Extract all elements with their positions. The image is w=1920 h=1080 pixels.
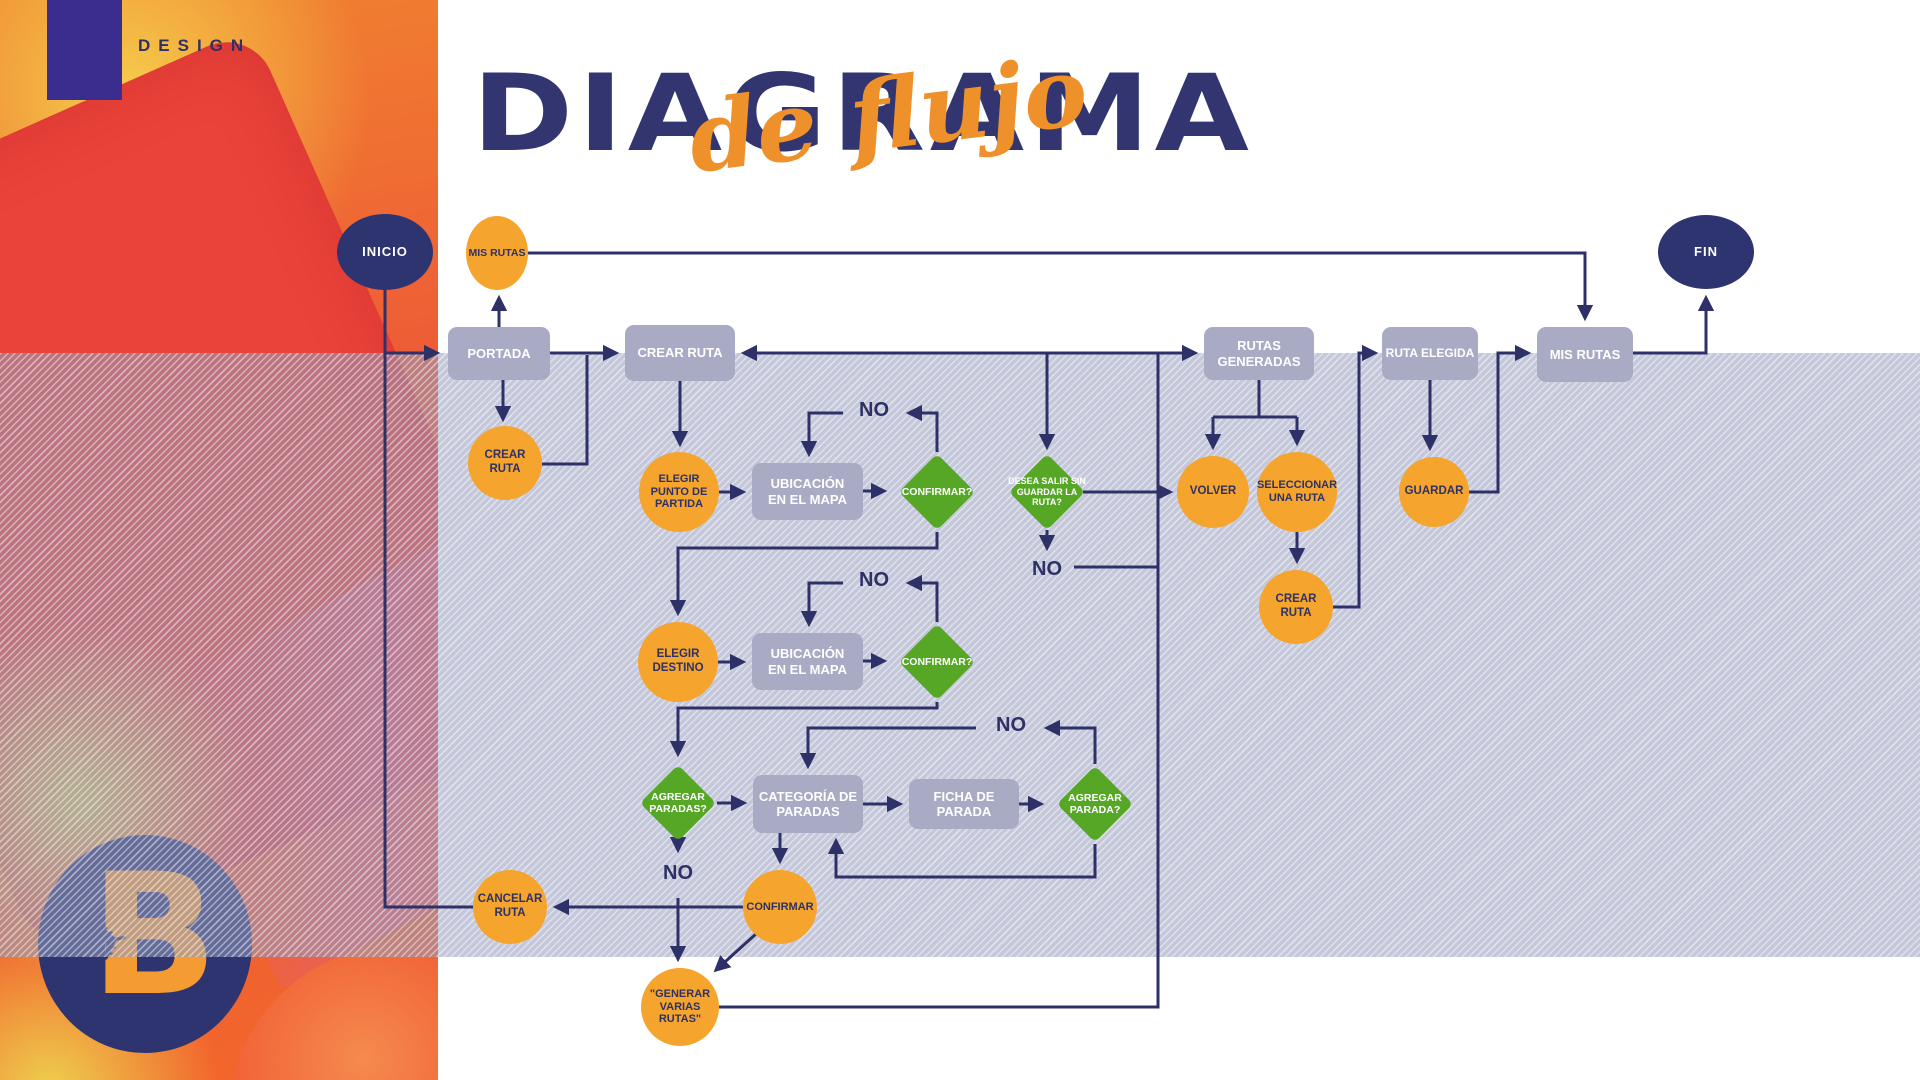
node-ruta-elegida: RUTA ELEGIDA: [1382, 327, 1478, 380]
no-label-agregar-parada: NO: [996, 714, 1026, 736]
node-ubicacion-mapa-1: UBICACIÓN EN EL MAPA: [752, 463, 863, 520]
node-mis-rutas-screen: MIS RUTAS: [1537, 327, 1633, 382]
node-agregar-parada: AGREGAR PARADA?: [1045, 754, 1145, 854]
node-elegir-destino: ELEGIR DESTINO: [638, 622, 718, 702]
node-cancelar-ruta: CANCELAR RUTA: [473, 870, 547, 944]
node-ubicacion-mapa-2: UBICACIÓN EN EL MAPA: [752, 633, 863, 690]
node-confirmar-button: CONFIRMAR: [743, 870, 817, 944]
node-inicio: INICIO: [337, 214, 433, 290]
node-confirmar-2: CONFIRMAR?: [887, 612, 987, 712]
node-confirmar-1: CONFIRMAR?: [887, 442, 987, 542]
node-ficha-parada: FICHA DE PARADA: [909, 779, 1019, 829]
no-label-agregar-paradas: NO: [663, 862, 693, 884]
node-categoria-paradas: CATEGORÍA DE PARADAS: [753, 775, 863, 833]
node-mis-rutas-button: MIS RUTAS: [466, 216, 528, 290]
brand-label: DESIGN: [138, 36, 252, 55]
node-portada: PORTADA: [448, 327, 550, 380]
node-seleccionar-una-ruta: SELECCIONAR UNA RUTA: [1257, 452, 1337, 532]
node-crear-ruta-screen: CREAR RUTA: [625, 325, 735, 381]
node-crear-ruta-2: CREAR RUTA: [1259, 570, 1333, 644]
node-fin: FIN: [1658, 215, 1754, 289]
node-volver: VOLVER: [1177, 456, 1249, 528]
no-label-confirmar-2: NO: [859, 569, 889, 591]
node-desea-salir: DESEA SALIR SIN GUARDAR LA RUTA?: [997, 442, 1097, 542]
brand-purple-rect: [47, 0, 122, 100]
no-label-desea-salir: NO: [1032, 558, 1062, 580]
no-label-confirmar-1: NO: [859, 399, 889, 421]
node-generar-varias-rutas: "GENERAR VARIAS RUTAS": [641, 968, 719, 1046]
page-title: DIAGRAMA: [472, 52, 1254, 175]
node-rutas-generadas: RUTAS GENERADAS: [1204, 327, 1314, 380]
node-elegir-punto-partida: ELEGIR PUNTO DE PARTIDA: [639, 452, 719, 532]
node-guardar: GUARDAR: [1399, 457, 1469, 527]
node-crear-ruta-button: CREAR RUTA: [468, 426, 542, 500]
node-agregar-paradas: AGREGAR PARADAS?: [628, 753, 728, 853]
